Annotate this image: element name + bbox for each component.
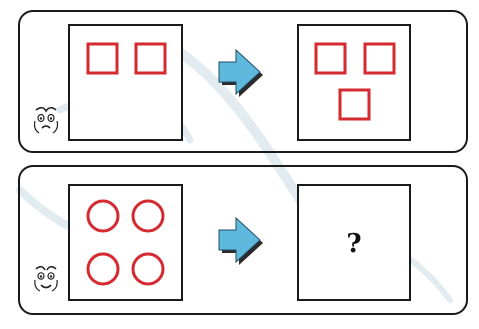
arrow-right-icon xyxy=(218,48,263,97)
before-shapes xyxy=(86,199,165,286)
red-square xyxy=(363,42,396,75)
red-circle xyxy=(86,252,120,286)
arrow-right-icon xyxy=(218,216,263,265)
puzzle-row-1 xyxy=(18,10,468,153)
red-square xyxy=(338,88,371,121)
red-square xyxy=(314,42,347,75)
face-icon-smiling xyxy=(34,265,58,292)
red-square xyxy=(134,42,167,75)
red-circle xyxy=(131,252,165,286)
after-shapes xyxy=(314,42,396,121)
row-panel xyxy=(18,10,468,153)
question-mark: ? xyxy=(346,229,361,259)
red-square xyxy=(86,42,119,75)
before-box xyxy=(68,184,183,301)
after-box xyxy=(297,24,411,141)
red-circle xyxy=(86,199,120,233)
row-panel xyxy=(18,165,468,315)
before-box xyxy=(68,24,183,141)
after-box xyxy=(297,184,411,301)
puzzle-row-2: ? xyxy=(18,165,468,315)
face-icon-worried xyxy=(33,106,59,134)
before-shapes xyxy=(86,42,167,75)
red-circle xyxy=(131,199,165,233)
